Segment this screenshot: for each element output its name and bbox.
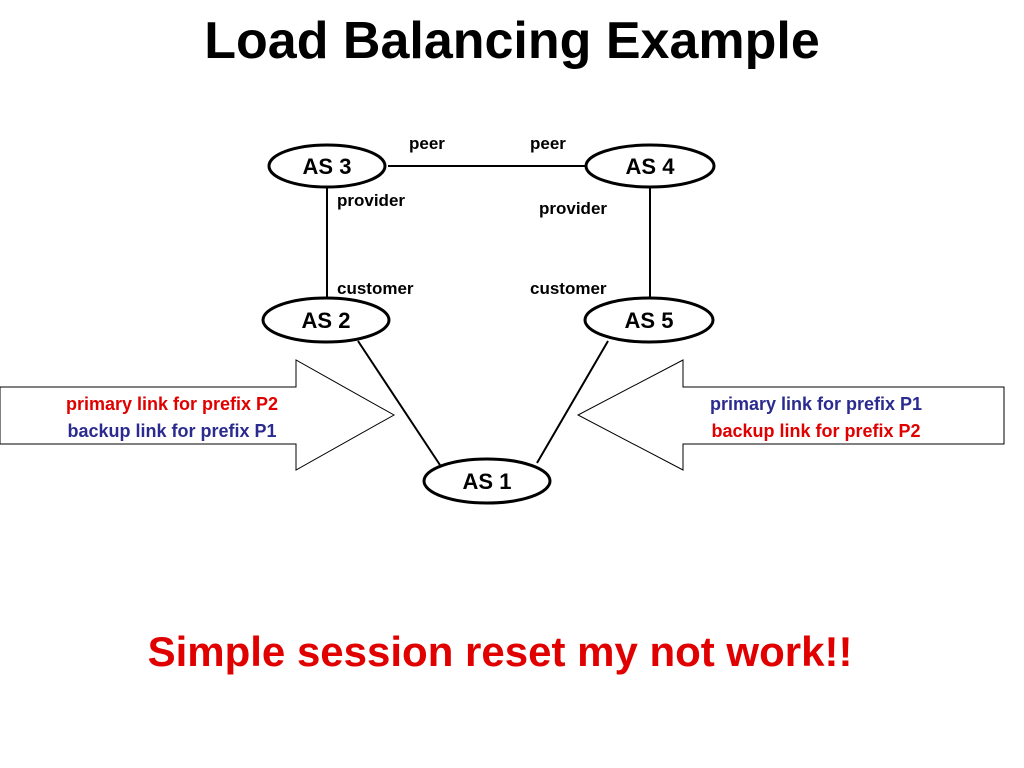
node-as4: AS 4 (584, 143, 716, 189)
left-arrow-line2: backup link for prefix P1 (67, 421, 276, 441)
right-arrow-line1: primary link for prefix P1 (710, 394, 922, 414)
right-arrow-line1-text: primary link for prefix (710, 394, 900, 414)
customer-label-right: customer (530, 279, 607, 298)
provider-label-left: provider (337, 191, 405, 210)
node-as3-label: AS 3 (303, 154, 352, 179)
right-arrow-line2: backup link for prefix P2 (711, 421, 920, 441)
right-arrow-line2-prefix-id: P2 (899, 421, 921, 441)
peer-label-left: peer (409, 134, 445, 153)
node-as2-label: AS 2 (302, 308, 351, 333)
node-as2: AS 2 (261, 296, 391, 344)
left-arrow-line1: primary link for prefix P2 (66, 394, 278, 414)
left-arrow-line1-prefix-id: P2 (256, 394, 278, 414)
node-as5-label: AS 5 (625, 308, 674, 333)
node-as3: AS 3 (267, 143, 387, 189)
left-arrow-shape (0, 359, 396, 471)
link-as5-as1 (536, 340, 609, 464)
customer-label-left: customer (337, 279, 414, 298)
node-as1: AS 1 (422, 457, 552, 505)
link-as2-as1 (357, 340, 441, 466)
left-arrow-line2-text: backup link for prefix (67, 421, 254, 441)
provider-label-right: provider (539, 199, 607, 218)
node-as5: AS 5 (583, 296, 715, 344)
node-as1-label: AS 1 (463, 469, 512, 494)
left-arrow-line2-prefix-id: P1 (255, 421, 277, 441)
footer-warning: Simple session reset my not work!! (147, 628, 853, 675)
slide-title: Load Balancing Example (204, 12, 820, 70)
right-arrow-shape (576, 359, 1005, 471)
peer-label-right: peer (530, 134, 566, 153)
right-arrow-line2-text: backup link for prefix (711, 421, 898, 441)
node-as4-label: AS 4 (626, 154, 676, 179)
right-arrow-line1-prefix-id: P1 (900, 394, 922, 414)
left-arrow-line1-text: primary link for prefix (66, 394, 256, 414)
